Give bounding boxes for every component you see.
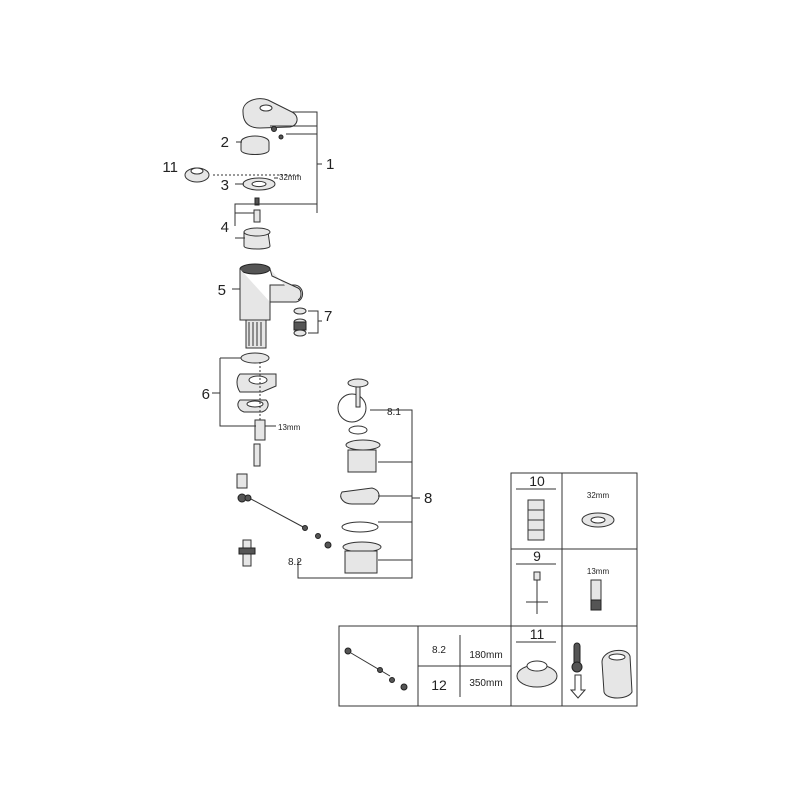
callout-1: 1 <box>326 156 334 173</box>
aerator <box>293 307 307 337</box>
key-tool-icon <box>526 571 548 614</box>
table-cell-10: 10 <box>529 473 545 489</box>
table-row-8-2-value: 180mm <box>469 650 502 661</box>
nut-32mm-icon <box>581 512 615 528</box>
callout-8-2: 8.2 <box>288 557 302 568</box>
callout-11: 11 <box>162 159 178 176</box>
callout-7: 7 <box>324 308 332 325</box>
spindle-extension-icon <box>527 499 545 541</box>
callout-2: 2 <box>221 134 229 151</box>
dim-13mm: 13mm <box>278 423 301 432</box>
table-cell-13mm: 13mm <box>587 567 610 576</box>
callout-8-1: 8.1 <box>387 407 401 418</box>
callout-5: 5 <box>218 282 226 299</box>
spare-parts-table <box>338 472 638 707</box>
cap-tool-icon <box>516 660 558 688</box>
nut-32mm <box>242 177 276 191</box>
callout-6: 6 <box>202 386 210 403</box>
table-row-8-2-label: 8.2 <box>432 645 446 656</box>
mixer-body <box>239 263 303 349</box>
table-cell-9: 9 <box>533 548 541 564</box>
rod-icon <box>344 647 408 691</box>
table-row-12-label: 12 <box>431 677 447 693</box>
table-row-12-value: 350mm <box>469 678 502 689</box>
pop-up-waste <box>337 378 382 574</box>
callout-4: 4 <box>221 219 229 236</box>
table-cell-11: 11 <box>530 626 545 642</box>
callout-3: 3 <box>221 177 229 194</box>
cartridge <box>243 197 271 250</box>
table-cell-32mm: 32mm <box>587 491 610 500</box>
mounting-set <box>236 352 277 441</box>
hex-13mm-icon <box>590 579 602 611</box>
lift-rod-assembly <box>236 443 332 567</box>
temperature-limiter-icon <box>569 642 633 699</box>
leader-lines <box>212 111 420 579</box>
callout-8: 8 <box>424 490 432 507</box>
cap-tool <box>184 167 210 183</box>
cover-cap <box>240 135 270 155</box>
lever-handle <box>242 98 298 140</box>
dim-32mm: 32mm <box>279 173 302 182</box>
